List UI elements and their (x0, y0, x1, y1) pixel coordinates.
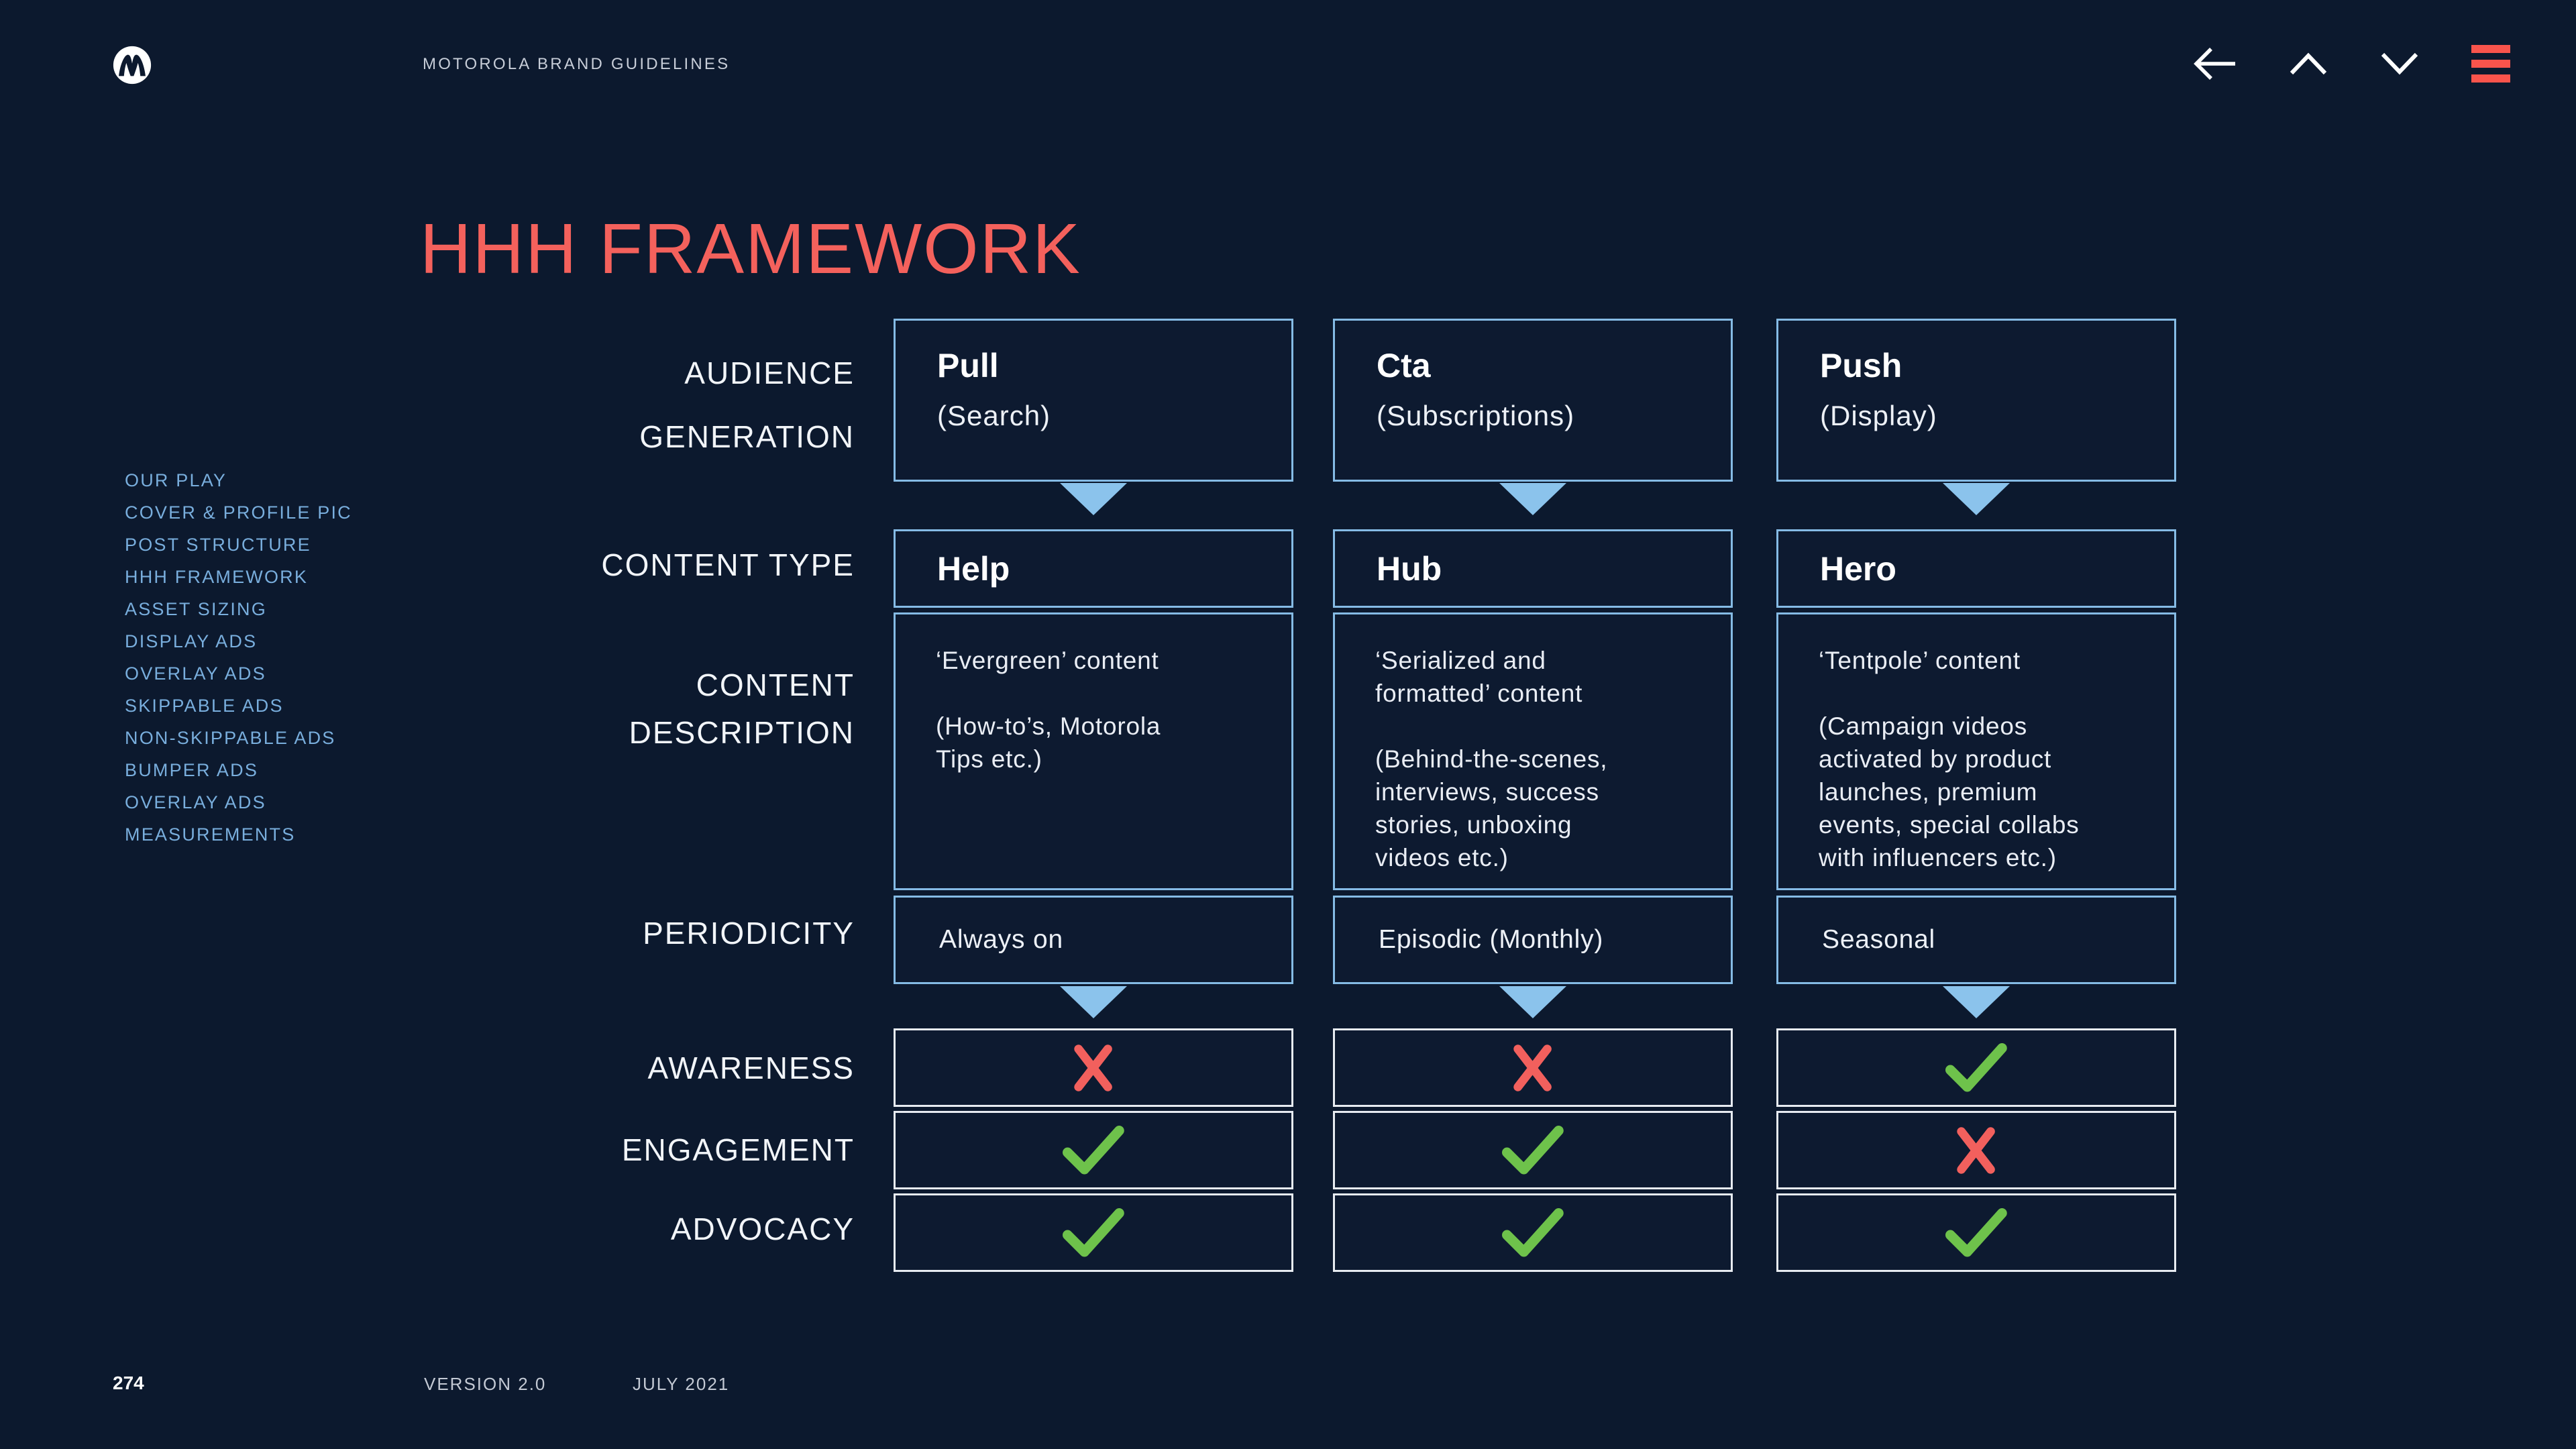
content-type-box: Help (894, 529, 1293, 608)
description-text: ‘Evergreen’ content (936, 647, 1159, 674)
document-title: MOTOROLA BRAND GUIDELINES (423, 55, 731, 73)
audience-subtitle: (Display) (1820, 400, 1937, 431)
date-label: JULY 2021 (633, 1374, 730, 1394)
sidebar-item[interactable]: OVERLAY ADS (125, 792, 266, 812)
page-number: 274 (113, 1373, 144, 1393)
awareness-mark (1776, 1028, 2176, 1107)
check-icon (1502, 1125, 1564, 1175)
framework-column-cta: Cta (Subscriptions) Hub ‘Serialized and … (1333, 0, 1733, 1449)
description-examples: (Behind-the-scenes, interviews, success … (1375, 745, 1608, 871)
engagement-mark (1776, 1111, 2176, 1189)
framework-column-pull: Pull (Search) Help ‘Evergreen’ content (… (894, 0, 1293, 1449)
description-text: ‘Tentpole’ content (1819, 647, 2021, 674)
awareness-mark (1333, 1028, 1733, 1107)
description-examples: (How-to’s, Motorola Tips etc.) (936, 712, 1161, 773)
advocacy-mark (894, 1193, 1293, 1272)
check-icon (1945, 1208, 2007, 1257)
audience-title: Cta (1377, 347, 1431, 384)
audience-box: Pull (Search) (894, 319, 1293, 482)
content-description-box: ‘Tentpole’ content (Campaign videos acti… (1776, 612, 2176, 890)
sidebar-item[interactable]: HHH FRAMEWORK (125, 567, 309, 587)
row-label-audience-1: AUDIENCE (684, 356, 855, 390)
sidebar-item[interactable]: NON-SKIPPABLE ADS (125, 728, 336, 748)
down-arrow-icon (1499, 483, 1566, 515)
check-icon (1063, 1208, 1124, 1257)
engagement-mark (1333, 1111, 1733, 1189)
sidebar-item[interactable]: BUMPER ADS (125, 760, 259, 780)
content-type-box: Hero (1776, 529, 2176, 608)
row-label-description-1: CONTENT (696, 667, 855, 702)
back-arrow-icon[interactable] (2194, 46, 2237, 81)
description-examples: (Campaign videos activated by product la… (1819, 712, 2080, 871)
sidebar-item[interactable]: DISPLAY ADS (125, 631, 258, 651)
row-label-periodicity: PERIODICITY (643, 916, 855, 951)
check-icon (1502, 1208, 1564, 1257)
chevron-down-icon[interactable] (2380, 52, 2419, 76)
menu-icon[interactable] (2471, 45, 2510, 83)
content-description-box: ‘Serialized and formatted’ content (Behi… (1333, 612, 1733, 890)
down-arrow-icon (1499, 986, 1566, 1018)
sidebar-item[interactable]: MEASUREMENTS (125, 824, 296, 845)
top-navigation (2194, 42, 2510, 86)
row-label-description-2: DESCRIPTION (629, 715, 855, 750)
row-label-audience-2: GENERATION (639, 419, 855, 454)
audience-subtitle: (Search) (937, 400, 1051, 431)
row-label-content-type: CONTENT TYPE (601, 547, 855, 582)
version-label: VERSION 2.0 (424, 1374, 547, 1394)
row-labels: AUDIENCE GENERATION CONTENT TYPE CONTENT… (0, 0, 855, 1449)
sidebar-item[interactable]: POST STRUCTURE (125, 535, 311, 555)
cross-icon (1513, 1044, 1552, 1091)
audience-title: Pull (937, 347, 999, 384)
content-description-box: ‘Evergreen’ content (How-to’s, Motorola … (894, 612, 1293, 890)
sidebar-item[interactable]: COVER & PROFILE PIC (125, 502, 352, 523)
down-arrow-icon (1060, 986, 1127, 1018)
description-text: ‘Serialized and formatted’ content (1375, 647, 1583, 707)
cross-icon (1957, 1126, 1996, 1174)
row-label-awareness: AWARENESS (647, 1051, 855, 1085)
check-icon (1063, 1125, 1124, 1175)
content-type-box: Hub (1333, 529, 1733, 608)
sidebar-item[interactable]: SKIPPABLE ADS (125, 696, 284, 716)
down-arrow-icon (1943, 986, 2010, 1018)
sidebar-item[interactable]: OUR PLAY (125, 470, 227, 490)
down-arrow-icon (1943, 483, 2010, 515)
motorola-logo (113, 46, 152, 85)
sidebar-navigation: OUR PLAY COVER & PROFILE PIC POST STRUCTUR… (125, 464, 352, 851)
down-arrow-icon (1060, 483, 1127, 515)
periodicity-box: Always on (894, 896, 1293, 984)
audience-title: Push (1820, 347, 1902, 384)
page-title: HHH FRAMEWORK (420, 209, 1081, 289)
sidebar-item[interactable]: OVERLAY ADS (125, 663, 266, 684)
row-label-advocacy: ADVOCACY (670, 1212, 855, 1246)
periodicity-box: Seasonal (1776, 896, 2176, 984)
chevron-up-icon[interactable] (2289, 52, 2328, 76)
audience-box: Push (Display) (1776, 319, 2176, 482)
awareness-mark (894, 1028, 1293, 1107)
engagement-mark (894, 1111, 1293, 1189)
audience-subtitle: (Subscriptions) (1377, 400, 1575, 431)
check-icon (1945, 1042, 2007, 1092)
framework-column-push: Push (Display) Hero ‘Tentpole’ content (… (1776, 0, 2176, 1449)
audience-box: Cta (Subscriptions) (1333, 319, 1733, 482)
sidebar-item[interactable]: ASSET SIZING (125, 599, 267, 619)
advocacy-mark (1776, 1193, 2176, 1272)
row-label-engagement: ENGAGEMENT (621, 1132, 855, 1167)
periodicity-box: Episodic (Monthly) (1333, 896, 1733, 984)
cross-icon (1074, 1044, 1113, 1091)
advocacy-mark (1333, 1193, 1733, 1272)
